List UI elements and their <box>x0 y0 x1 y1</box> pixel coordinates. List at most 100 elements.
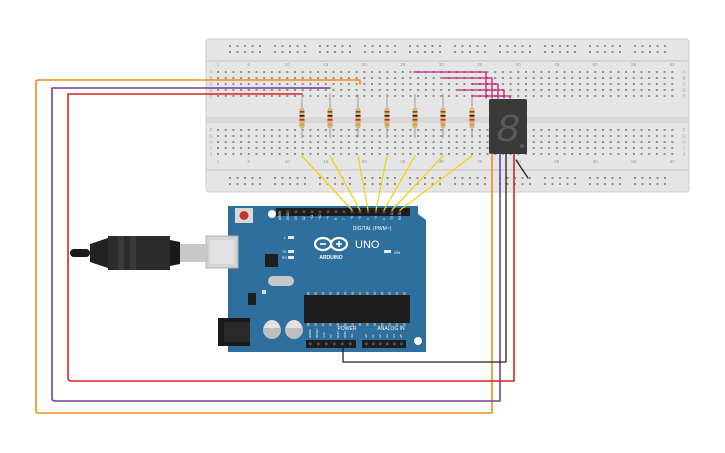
dc-power-jack <box>218 318 250 346</box>
mount-hole <box>268 210 276 218</box>
row-letter: F <box>210 128 213 133</box>
svg-text:~9: ~9 <box>326 216 330 220</box>
svg-text:3.3V: 3.3V <box>322 332 326 338</box>
l-led <box>288 236 294 239</box>
resistor[interactable] <box>327 94 333 138</box>
column-number: 20 <box>362 62 368 67</box>
row-letter: H <box>209 140 212 145</box>
row-letter: I <box>683 146 684 151</box>
svg-text:GND: GND <box>343 331 347 339</box>
resistor[interactable] <box>412 94 418 138</box>
atmega-chip <box>304 295 410 323</box>
row-letter: C <box>209 82 213 87</box>
crystal <box>268 276 294 286</box>
model-name: UNO <box>355 239 380 251</box>
row-letter: A <box>209 70 212 75</box>
row-letter: H <box>682 140 685 145</box>
column-number: 35 <box>477 159 483 164</box>
row-letter: B <box>209 76 212 81</box>
display-digit: 8 <box>496 109 520 154</box>
row-letter: C <box>682 82 686 87</box>
usb-chip <box>265 254 278 267</box>
svg-text:2: 2 <box>382 218 386 220</box>
svg-text:A2: A2 <box>378 334 382 338</box>
arduino-logo <box>313 236 349 252</box>
column-number: 40 <box>516 159 522 164</box>
tx-led <box>288 250 294 253</box>
svg-text:~10: ~10 <box>318 214 322 220</box>
svg-text:L: L <box>284 236 286 240</box>
usb-cable[interactable] <box>70 236 208 270</box>
digital-header-label: DIGITAL (PWM~) <box>353 226 392 232</box>
svg-text:A3: A3 <box>385 334 389 338</box>
row-letter: J <box>210 152 212 157</box>
power-header-label: POWER <box>338 326 357 332</box>
svg-text:ON: ON <box>394 250 400 255</box>
svg-text:TX 1: TX 1 <box>390 213 394 220</box>
column-number: 1 <box>217 159 220 164</box>
rx-led <box>288 256 294 259</box>
svg-text:IOREF: IOREF <box>308 329 312 338</box>
resistor[interactable] <box>440 94 446 138</box>
svg-text:~3: ~3 <box>374 216 378 220</box>
column-number: 5 <box>248 62 251 67</box>
row-letter: D <box>209 88 213 93</box>
svg-text:13: 13 <box>294 216 298 220</box>
resistor-array <box>299 94 475 138</box>
svg-text:Vin: Vin <box>350 333 354 338</box>
usb-jack <box>205 235 239 269</box>
svg-text:8: 8 <box>334 218 338 220</box>
column-number: 25 <box>400 62 406 67</box>
analog-header-label: ANALOG IN <box>377 326 405 332</box>
column-number: 50 <box>593 159 599 164</box>
resistor[interactable] <box>355 94 361 138</box>
column-number: 55 <box>631 62 637 67</box>
svg-text:TX: TX <box>282 250 287 254</box>
breadboard-column-numbers: 1155101015152020252530303535404045455050… <box>217 62 676 164</box>
svg-text:RESET: RESET <box>315 328 319 338</box>
svg-text:A5: A5 <box>399 334 403 338</box>
row-letter: I <box>210 146 211 151</box>
svg-text:4: 4 <box>366 218 370 220</box>
column-number: 10 <box>285 159 291 164</box>
seven-segment-display[interactable]: 8 <box>489 99 527 154</box>
svg-text:A1: A1 <box>371 334 375 338</box>
column-number: 1 <box>217 62 220 67</box>
resistor[interactable] <box>299 94 305 138</box>
column-number: 45 <box>554 159 560 164</box>
analog-header <box>362 340 406 348</box>
column-number: 20 <box>362 159 368 164</box>
column-number: 15 <box>323 62 329 67</box>
svg-text:AREF: AREF <box>278 211 282 220</box>
row-letter: E <box>209 94 212 99</box>
column-number: 60 <box>670 159 676 164</box>
svg-text:GND: GND <box>336 331 340 339</box>
column-number: 5 <box>248 159 251 164</box>
column-number: 35 <box>477 62 483 67</box>
svg-text:RX 0: RX 0 <box>398 213 402 220</box>
resistor[interactable] <box>469 94 475 138</box>
resistor[interactable] <box>384 94 390 138</box>
voltage-regulator <box>248 293 256 305</box>
column-number: 30 <box>439 159 445 164</box>
decimal-point <box>520 144 524 148</box>
breadboard[interactable]: 1155101015152020252530303535404045455050… <box>205 38 690 193</box>
brand-name: ARDUINO <box>319 255 342 261</box>
power-header <box>306 340 356 348</box>
row-letter: J <box>683 152 685 157</box>
column-number: 15 <box>323 159 329 164</box>
svg-text:A0: A0 <box>364 334 368 338</box>
svg-text:~5: ~5 <box>358 216 362 220</box>
row-letter: D <box>682 88 686 93</box>
svg-text:5V: 5V <box>329 334 333 338</box>
row-letter: A <box>682 70 685 75</box>
mount-hole <box>414 337 422 345</box>
svg-text:A4: A4 <box>392 334 396 338</box>
wires <box>35 71 529 414</box>
